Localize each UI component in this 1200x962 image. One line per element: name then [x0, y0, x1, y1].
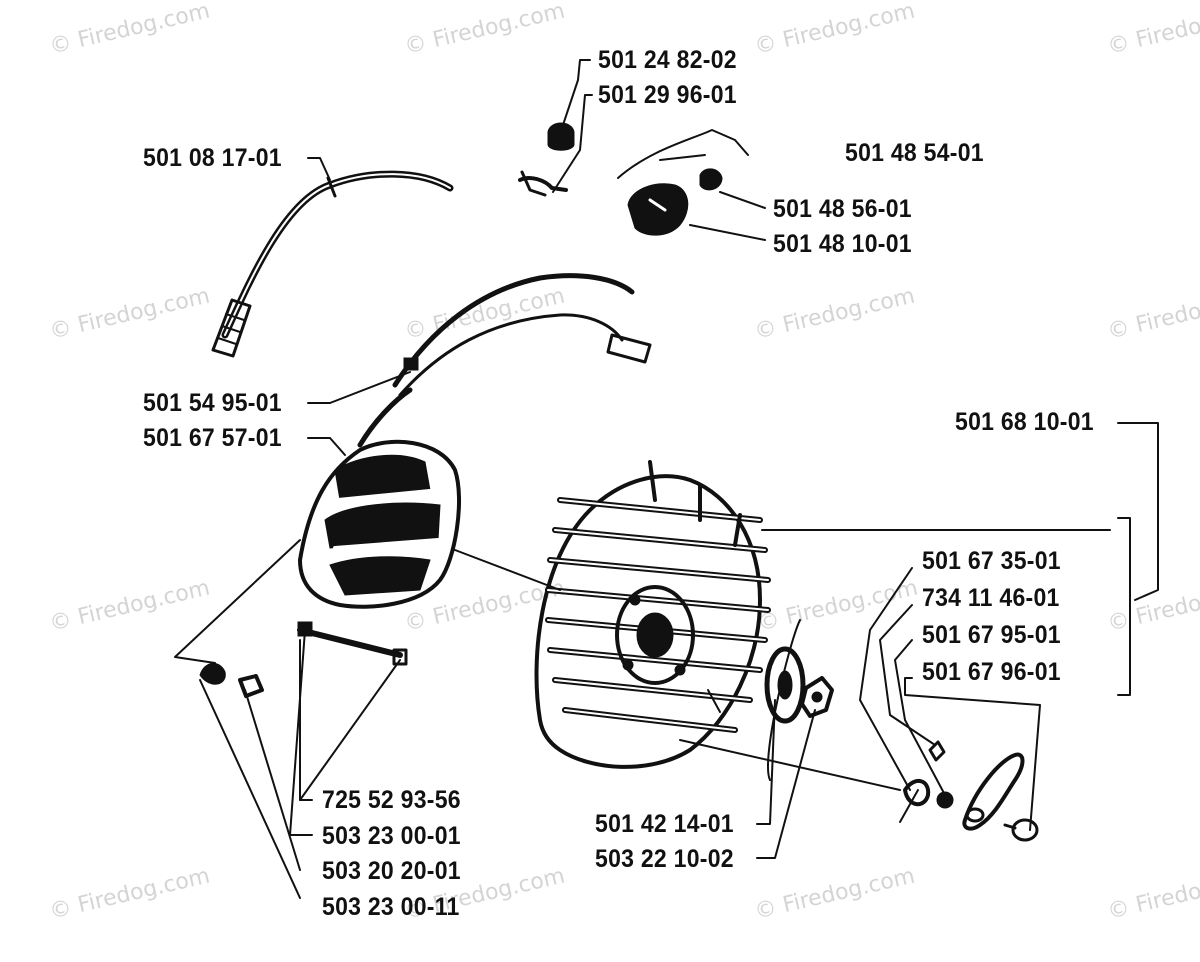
part-label-501-42-14-01: 501 42 14-01 — [595, 810, 734, 838]
part-label-501-54-95-01: 501 54 95-01 — [143, 389, 282, 417]
part-label-501-08-17-01: 501 08 17-01 — [143, 144, 282, 172]
part-label-501-67-57-01: 501 67 57-01 — [143, 424, 282, 452]
washer-nut-drawing — [764, 646, 834, 724]
part-label-501-67-35-01: 501 67 35-01 — [922, 547, 1061, 575]
short-circuit-wire-drawing — [392, 273, 652, 397]
part-label-501-29-96-01: 501 29 96-01 — [598, 81, 737, 109]
stop-switch-drawing — [518, 122, 723, 236]
part-label-501-24-82-02: 501 24 82-02 — [598, 46, 737, 74]
ignition-module-drawing — [298, 387, 462, 609]
ignition-lead-drawing — [211, 170, 454, 358]
part-label-501-67-96-01: 501 67 96-01 — [922, 658, 1061, 686]
part-label-725-52-93-56: 725 52 93-56 — [322, 786, 461, 814]
part-label-503-20-20-01: 503 20 20-01 — [322, 857, 461, 885]
leader-lines — [174, 59, 1159, 899]
part-label-503-23-00-11: 503 23 00-11 — [322, 893, 460, 921]
part-label-501-48-10-01: 501 48 10-01 — [773, 230, 912, 258]
flywheel-drawing — [534, 460, 771, 769]
part-label-501-48-56-01: 501 48 56-01 — [773, 195, 912, 223]
part-label-503-22-10-02: 503 22 10-02 — [595, 845, 734, 873]
part-label-503-23-00-01: 503 23 00-01 — [322, 822, 461, 850]
part-label-501-67-95-01: 501 67 95-01 — [922, 621, 1061, 649]
module-fasteners-drawing — [199, 621, 408, 698]
part-label-734-11-46-01: 734 11 46-01 — [922, 584, 1060, 612]
part-label-501-68-10-01: 501 68 10-01 — [955, 408, 1094, 436]
part-label-501-48-54-01: 501 48 54-01 — [845, 139, 984, 167]
pawl-assembly-drawing — [899, 740, 1039, 842]
